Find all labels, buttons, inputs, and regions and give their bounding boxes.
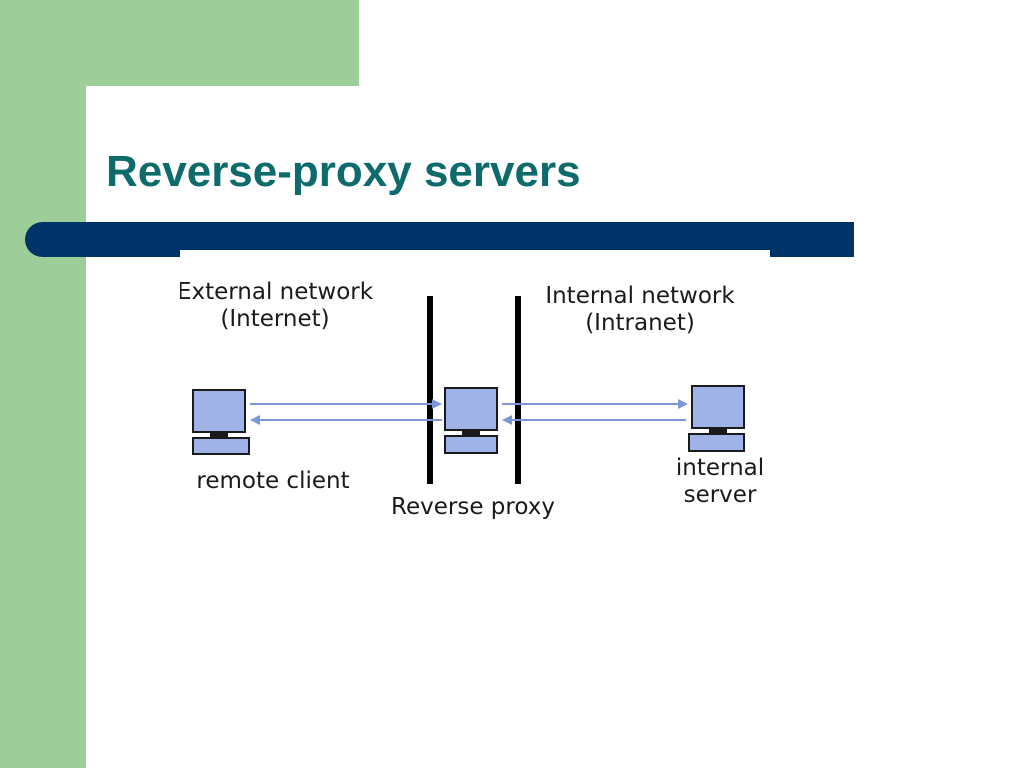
server-computer-icon <box>688 385 745 452</box>
diagram-canvas: External network (Internet) Internal net… <box>180 279 764 520</box>
internal-network-label: Internal network <box>545 283 735 309</box>
proxy-computer-icon <box>444 387 498 454</box>
rounded-corner <box>86 86 206 206</box>
reverse-proxy-diagram: External network (Internet) Internal net… <box>180 250 770 540</box>
arrow-left-icon <box>502 415 686 425</box>
green-top-band <box>86 0 359 86</box>
remote-client-label: remote client <box>196 468 349 494</box>
external-network-label: External network <box>180 279 374 305</box>
arrow-right-icon <box>502 399 688 409</box>
internal-boundary-line <box>515 296 521 484</box>
internal-server-label: internal <box>676 455 764 481</box>
slide-title: Reverse-proxy servers <box>106 147 581 196</box>
arrow-right-icon <box>250 399 442 409</box>
external-network-sublabel: (Internet) <box>220 306 329 332</box>
arrow-left-icon <box>250 415 442 425</box>
external-boundary-line <box>427 296 433 484</box>
internal-server-sublabel: server <box>684 482 757 508</box>
green-sidebar <box>0 0 86 768</box>
client-computer-icon <box>192 389 250 455</box>
internal-network-sublabel: (Intranet) <box>585 310 695 336</box>
reverse-proxy-label: Reverse proxy <box>391 494 555 520</box>
